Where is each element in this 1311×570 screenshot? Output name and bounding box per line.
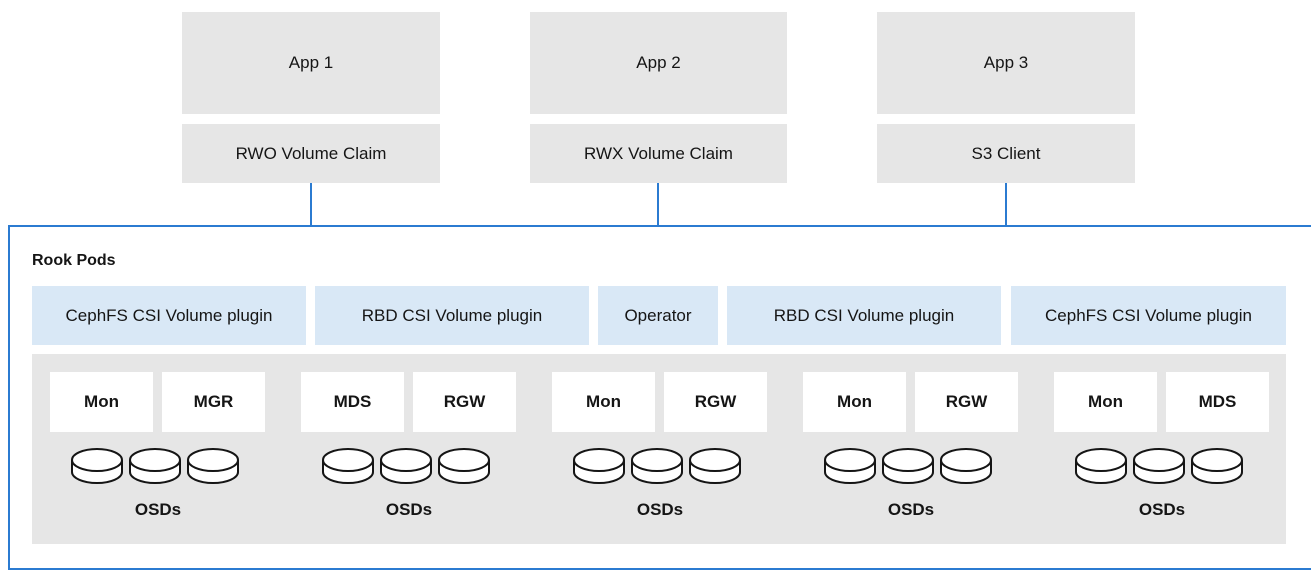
node-2-osd-label: OSDs: [385, 500, 433, 519]
app-3-connector: [1005, 183, 1007, 226]
node-3-osd-disks-icon: [573, 448, 741, 484]
disk-icon: [631, 448, 683, 484]
node-4-daemon-2: RGW: [915, 372, 1018, 432]
node-2-osd-disks-icon: [322, 448, 490, 484]
node-5-daemon-2: MDS: [1166, 372, 1269, 432]
node-5-osd-label: OSDs: [1138, 500, 1186, 519]
disk-icon: [71, 448, 123, 484]
disk-icon: [129, 448, 181, 484]
plugin-cephfs-right: CephFS CSI Volume plugin: [1011, 286, 1286, 345]
node-4-osd-label: OSDs: [887, 500, 935, 519]
plugin-cephfs-left: CephFS CSI Volume plugin: [32, 286, 306, 345]
rook-pods-title: Rook Pods: [32, 252, 116, 269]
disk-icon: [1075, 448, 1127, 484]
app-2-connector: [657, 183, 659, 226]
node-3-daemon-1: Mon: [552, 372, 655, 432]
node-4-daemon-1: Mon: [803, 372, 906, 432]
disk-icon: [1133, 448, 1185, 484]
disk-icon: [689, 448, 741, 484]
disk-icon: [1191, 448, 1243, 484]
disk-icon: [882, 448, 934, 484]
node-5-daemon-1: Mon: [1054, 372, 1157, 432]
app-1-box: App 1: [182, 12, 440, 114]
node-2-daemon-2: RGW: [413, 372, 516, 432]
node-2-daemon-1: MDS: [301, 372, 404, 432]
disk-icon: [940, 448, 992, 484]
app-1-claim: RWO Volume Claim: [182, 124, 440, 183]
disk-icon: [380, 448, 432, 484]
node-4-osd-disks-icon: [824, 448, 992, 484]
node-1-daemon-2: MGR: [162, 372, 265, 432]
app-2-box: App 2: [530, 12, 787, 114]
node-1-osd-label: OSDs: [134, 500, 182, 519]
node-3-daemon-2: RGW: [664, 372, 767, 432]
node-3-osd-label: OSDs: [636, 500, 684, 519]
disk-icon: [438, 448, 490, 484]
app-1-connector: [310, 183, 312, 226]
disk-icon: [322, 448, 374, 484]
app-3-box: App 3: [877, 12, 1135, 114]
node-5-osd-disks-icon: [1075, 448, 1243, 484]
disk-icon: [187, 448, 239, 484]
plugin-operator: Operator: [598, 286, 718, 345]
plugin-rbd-left: RBD CSI Volume plugin: [315, 286, 589, 345]
app-2-claim: RWX Volume Claim: [530, 124, 787, 183]
node-1-daemon-1: Mon: [50, 372, 153, 432]
disk-icon: [573, 448, 625, 484]
node-1-osd-disks-icon: [71, 448, 239, 484]
disk-icon: [824, 448, 876, 484]
app-3-claim: S3 Client: [877, 124, 1135, 183]
plugin-rbd-right: RBD CSI Volume plugin: [727, 286, 1001, 345]
